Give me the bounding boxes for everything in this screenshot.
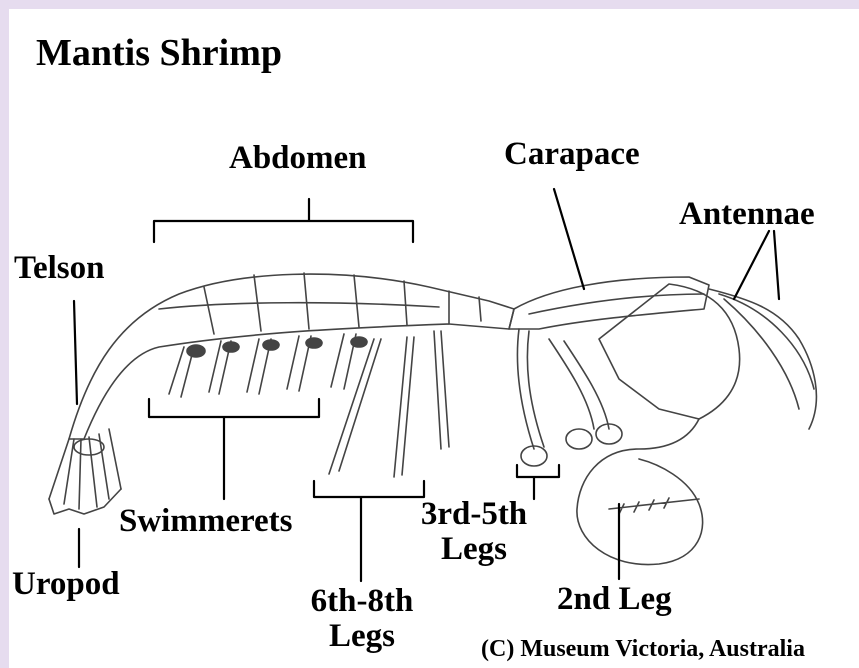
mantis-shrimp-drawing xyxy=(9,9,859,668)
carapace-outline xyxy=(509,277,709,329)
telson-leader xyxy=(74,301,77,404)
label-2nd-leg: 2nd Leg xyxy=(557,582,672,617)
diagram-panel: Mantis Shrimp Abdomen Carapace Antennae … xyxy=(9,9,859,668)
label-3rd-5th-legs-line2: Legs xyxy=(414,532,534,567)
label-telson: Telson xyxy=(14,251,105,286)
page-title: Mantis Shrimp xyxy=(36,34,282,74)
tail-fan xyxy=(49,429,121,509)
raptorial-claw xyxy=(577,419,703,565)
label-6th-8th-legs-line1: 6th-8th xyxy=(297,584,427,619)
label-6th-8th-legs-line2: Legs xyxy=(297,619,427,654)
label-abdomen: Abdomen xyxy=(229,141,367,176)
carapace-leader xyxy=(554,189,584,289)
label-uropod: Uropod xyxy=(12,567,120,602)
credit-text: (C) Museum Victoria, Australia xyxy=(481,637,805,662)
label-carapace: Carapace xyxy=(504,137,640,172)
label-3rd-5th-legs: 3rd-5th Legs xyxy=(414,497,534,566)
label-6th-8th-legs: 6th-8th Legs xyxy=(297,584,427,653)
label-antennae: Antennae xyxy=(679,197,815,232)
abdomen-bracket xyxy=(154,199,413,242)
swimmerets-bracket xyxy=(149,399,319,499)
legs-6-8-bracket xyxy=(314,481,424,581)
label-3rd-5th-legs-line1: 3rd-5th xyxy=(414,497,534,532)
walking-legs xyxy=(329,331,449,477)
folded-legs xyxy=(517,329,609,449)
head-outline xyxy=(599,284,740,419)
antennae-leader xyxy=(734,231,779,299)
label-swimmerets: Swimmerets xyxy=(119,504,293,539)
legs-3-5-bracket xyxy=(517,465,559,499)
antennae xyxy=(709,289,816,429)
